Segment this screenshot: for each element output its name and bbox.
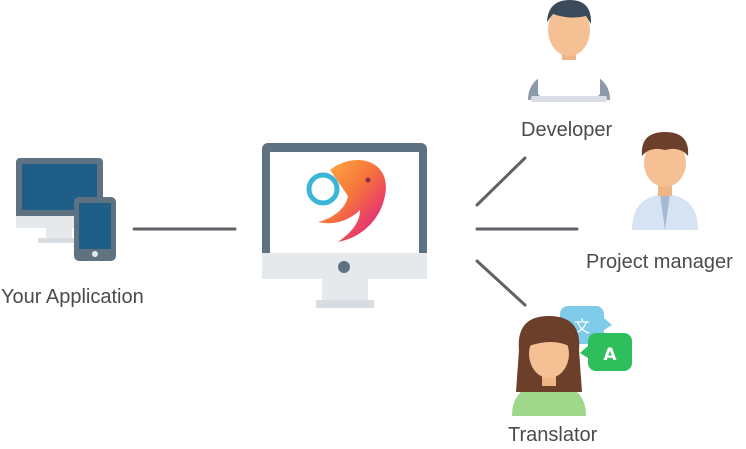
label-translator: Translator bbox=[508, 424, 598, 446]
monitor-with-logo-icon bbox=[262, 143, 427, 308]
translator-avatar-icon bbox=[512, 316, 586, 416]
logo-mark bbox=[306, 160, 386, 242]
developer-avatar-icon bbox=[528, 0, 610, 102]
translate-target-glyph: A bbox=[603, 345, 617, 365]
label-developer: Developer bbox=[521, 119, 613, 141]
label-your-application: Your Application bbox=[1, 286, 144, 308]
label-project-manager: Project manager bbox=[586, 251, 733, 273]
connector-lines bbox=[132, 156, 579, 307]
translate-source-glyph: 文 bbox=[574, 317, 590, 336]
project-manager-avatar-icon bbox=[632, 132, 698, 230]
connector-hub-to-translator bbox=[475, 259, 527, 307]
connector-hub-to-developer bbox=[475, 156, 527, 207]
devices-icon bbox=[16, 158, 116, 261]
